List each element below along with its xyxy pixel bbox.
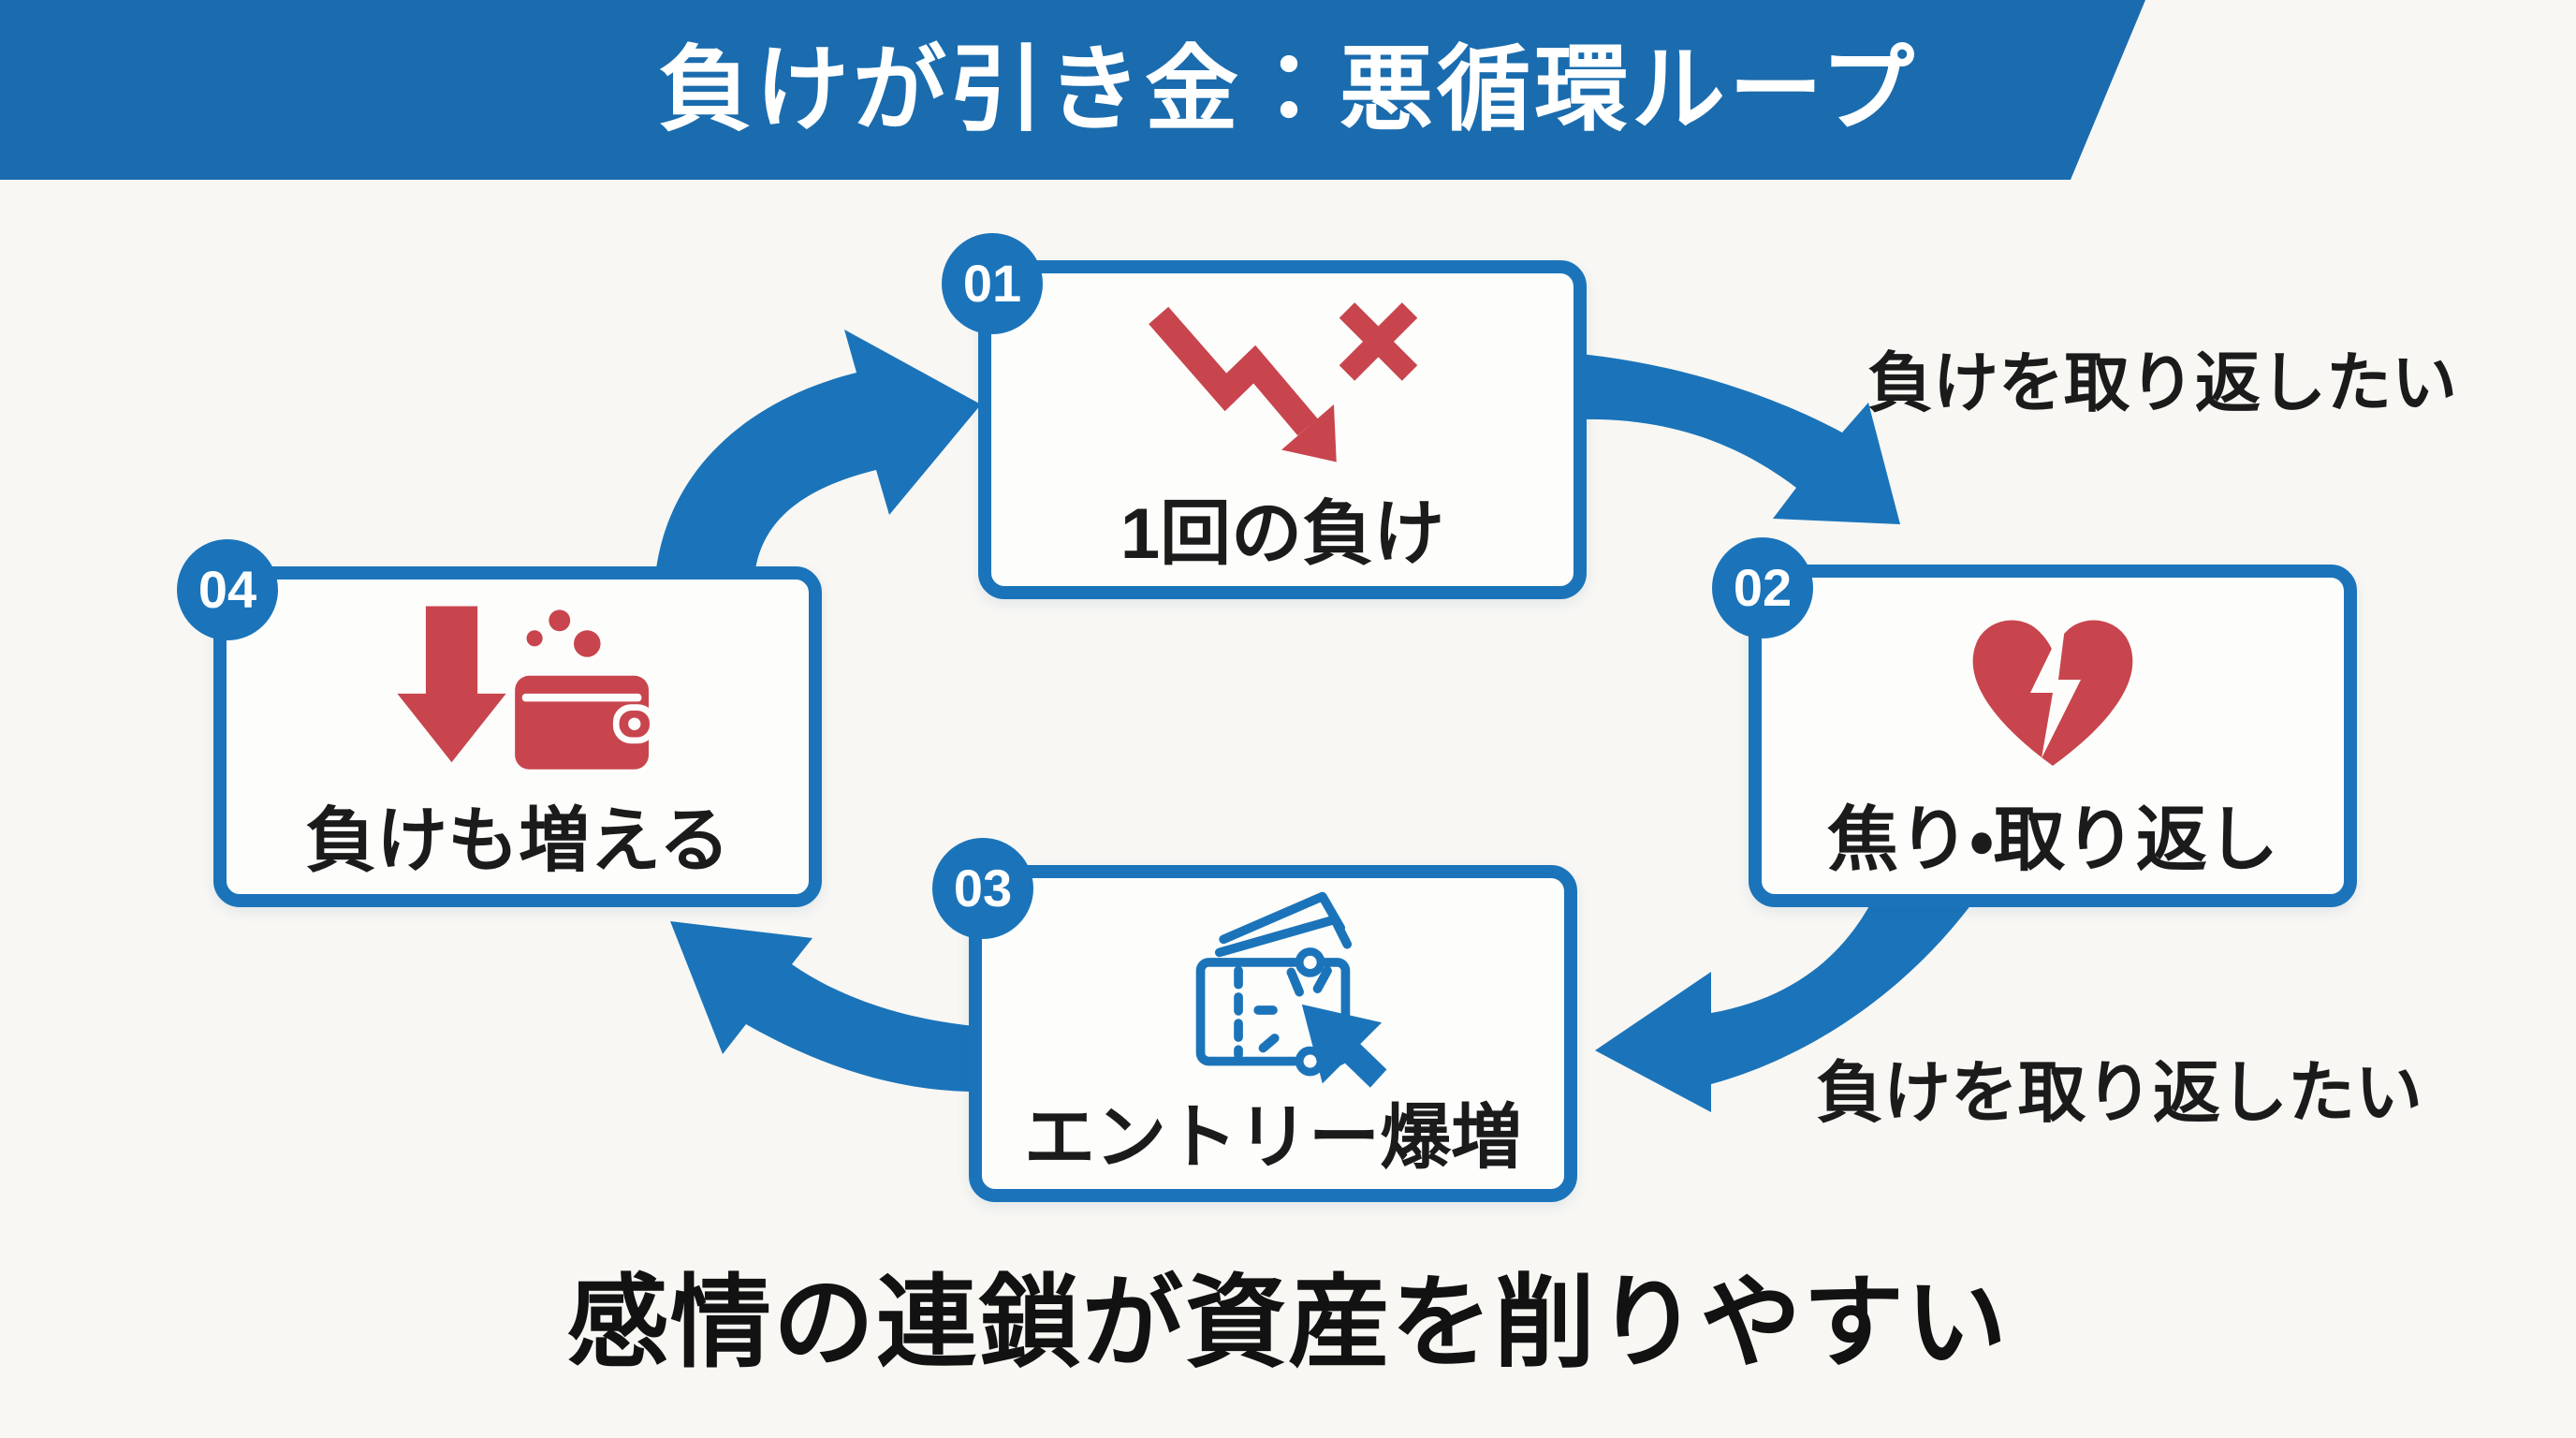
step-number-badge-2: 02 bbox=[1712, 537, 1813, 638]
step-2-icon-area bbox=[1950, 578, 2156, 787]
step-3-icon-area bbox=[1149, 878, 1397, 1088]
step-box-one-loss: 1回の負け bbox=[978, 260, 1587, 599]
step-2-label: 焦り・取り返し bbox=[1827, 800, 2278, 880]
step-4-label: 負けも増える bbox=[305, 801, 730, 881]
title-banner bbox=[0, 0, 2145, 180]
cycle-arrow-02-to-03-icon bbox=[1595, 904, 1971, 1112]
step-box-losses-grow: 負けも増える bbox=[213, 566, 822, 907]
down-arrow-wallet-icon bbox=[397, 606, 656, 770]
cycle-arrow-01-to-02-icon bbox=[1580, 354, 1900, 524]
annotation-recover-losses-top: 負けを取り返したい bbox=[1867, 346, 2457, 419]
step-1-label: 1回の負け bbox=[1120, 494, 1445, 574]
step-box-entry-surge: エントリー爆増 bbox=[969, 865, 1577, 1202]
broken-heart-icon bbox=[1972, 620, 2133, 766]
falling-chart-arrow-icon bbox=[1149, 301, 1418, 462]
step-box-panic-revenge: 焦り・取り返し bbox=[1749, 565, 2357, 907]
footer-tagline: 感情の連鎖が資産を削りやすい bbox=[566, 1266, 2009, 1379]
down-arrow-shaft bbox=[425, 606, 478, 700]
step-number-badge-4: 04 bbox=[177, 539, 278, 640]
cycle-arrow-03-to-04-icon bbox=[670, 921, 975, 1092]
cursor-arrow-icon bbox=[1301, 1004, 1387, 1088]
step-4-icon-area bbox=[363, 580, 672, 789]
step-number-badge-3: 03 bbox=[932, 838, 1033, 939]
ticket-click-icon bbox=[1195, 891, 1387, 1088]
step-3-label: エントリー爆増 bbox=[1024, 1098, 1522, 1178]
step-1-icon-area bbox=[1123, 273, 1442, 483]
down-arrow-head bbox=[397, 693, 506, 763]
annotation-recover-losses-bottom: 負けを取り返したい bbox=[1816, 1056, 2423, 1131]
step-number-badge-1: 01 bbox=[942, 233, 1043, 334]
page-title: 負けが引き金：悪循環ループ bbox=[658, 37, 1918, 142]
cycle-arrow-04-to-01-icon bbox=[655, 330, 981, 577]
